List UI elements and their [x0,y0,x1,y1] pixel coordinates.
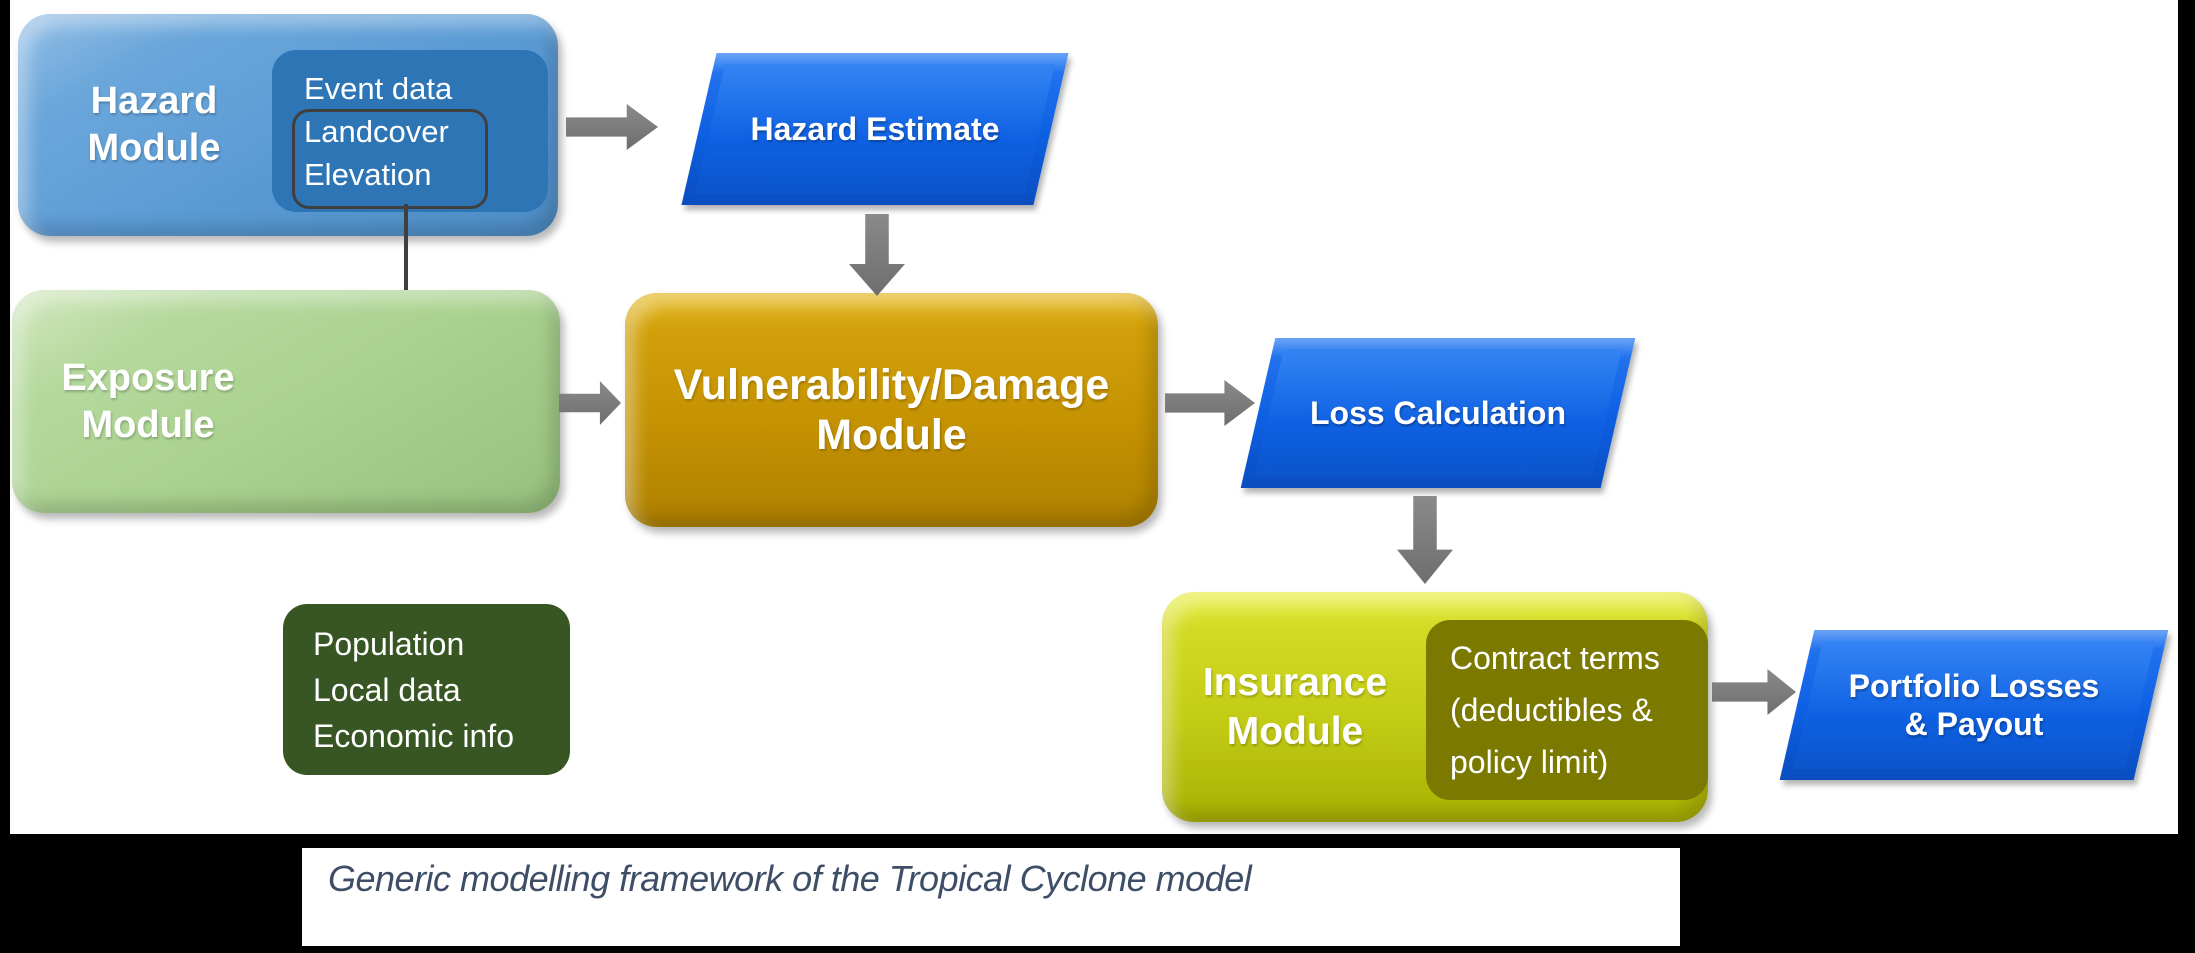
exposure-item-economic-info: Economic info [313,717,514,754]
hazard-item-event-data: Event data [304,70,453,106]
vulnerability-module-title: Vulnerability/Damage Module [625,293,1158,527]
insurance-title-line2: Module [1226,710,1364,753]
arrow-hazard-to-estimate-icon [566,104,658,150]
portfolio-losses-line1: Portfolio Losses [1848,668,2100,704]
insurance-module-box: Insurance Module Contract terms (deducti… [1162,592,1708,822]
right-black-border [2178,0,2195,953]
vulnerability-title-line1: Vulnerability/Damage [673,361,1110,409]
hazard-item-landcover: Landcover [304,113,449,149]
hazard-data-box: Event data Landcover Elevation [272,50,548,212]
left-black-border [0,0,10,953]
arrow-estimate-to-vulnerability-icon [849,214,905,296]
insurance-data-box: Contract terms (deductibles & policy lim… [1426,620,1708,800]
arrow-vulnerability-to-loss-icon [1165,380,1255,426]
loss-calculation-label: Loss Calculation [1258,338,1618,488]
insurance-item-deductibles: (deductibles & [1450,692,1653,728]
loss-calculation-shape: Loss Calculation [1240,338,1636,488]
arrow-loss-to-insurance-icon [1397,496,1453,584]
exposure-title-line2: Module [81,403,215,446]
exposure-title-line1: Exposure [61,356,235,399]
caption-text: Generic modelling framework of the Tropi… [328,858,1252,899]
exposure-module-title: Exposure Module [12,290,284,513]
insurance-item-policy-limit: policy limit) [1450,744,1609,780]
exposure-item-population: Population [313,625,465,662]
hazard-to-exposure-connector-line [404,204,408,301]
hazard-estimate-shape: Hazard Estimate [681,53,1069,205]
vulnerability-title-line2: Module [816,411,967,459]
insurance-title-line1: Insurance [1202,661,1388,704]
portfolio-losses-shape: Portfolio Losses & Payout [1779,630,2169,780]
hazard-item-elevation: Elevation [304,156,432,192]
portfolio-losses-label: Portfolio Losses & Payout [1797,630,2151,780]
insurance-item-contract-terms: Contract terms [1450,640,1660,676]
exposure-item-local-data: Local data [313,671,461,708]
hazard-title-line1: Hazard [90,80,218,122]
hazard-estimate-text: Hazard Estimate [750,111,1000,147]
arrow-exposure-to-vulnerability-icon [559,381,621,425]
exposure-module-box: Exposure Module Population Local data Ec… [12,290,570,775]
loss-calculation-text: Loss Calculation [1309,395,1567,431]
portfolio-losses-line2: & Payout [1904,706,2044,742]
caption-box: Generic modelling framework of the Tropi… [302,848,1680,946]
vulnerability-module-box: Vulnerability/Damage Module [625,293,1158,527]
hazard-title-line2: Module [87,127,221,169]
hazard-module-box: Hazard Module Event data Landcover Eleva… [18,14,558,236]
exposure-data-box: Population Local data Economic info [283,604,570,775]
arrow-insurance-to-portfolio-icon [1712,669,1796,715]
hazard-estimate-label: Hazard Estimate [699,53,1051,205]
insurance-module-title: Insurance Module [1162,592,1428,822]
hazard-module-title: Hazard Module [18,14,290,236]
